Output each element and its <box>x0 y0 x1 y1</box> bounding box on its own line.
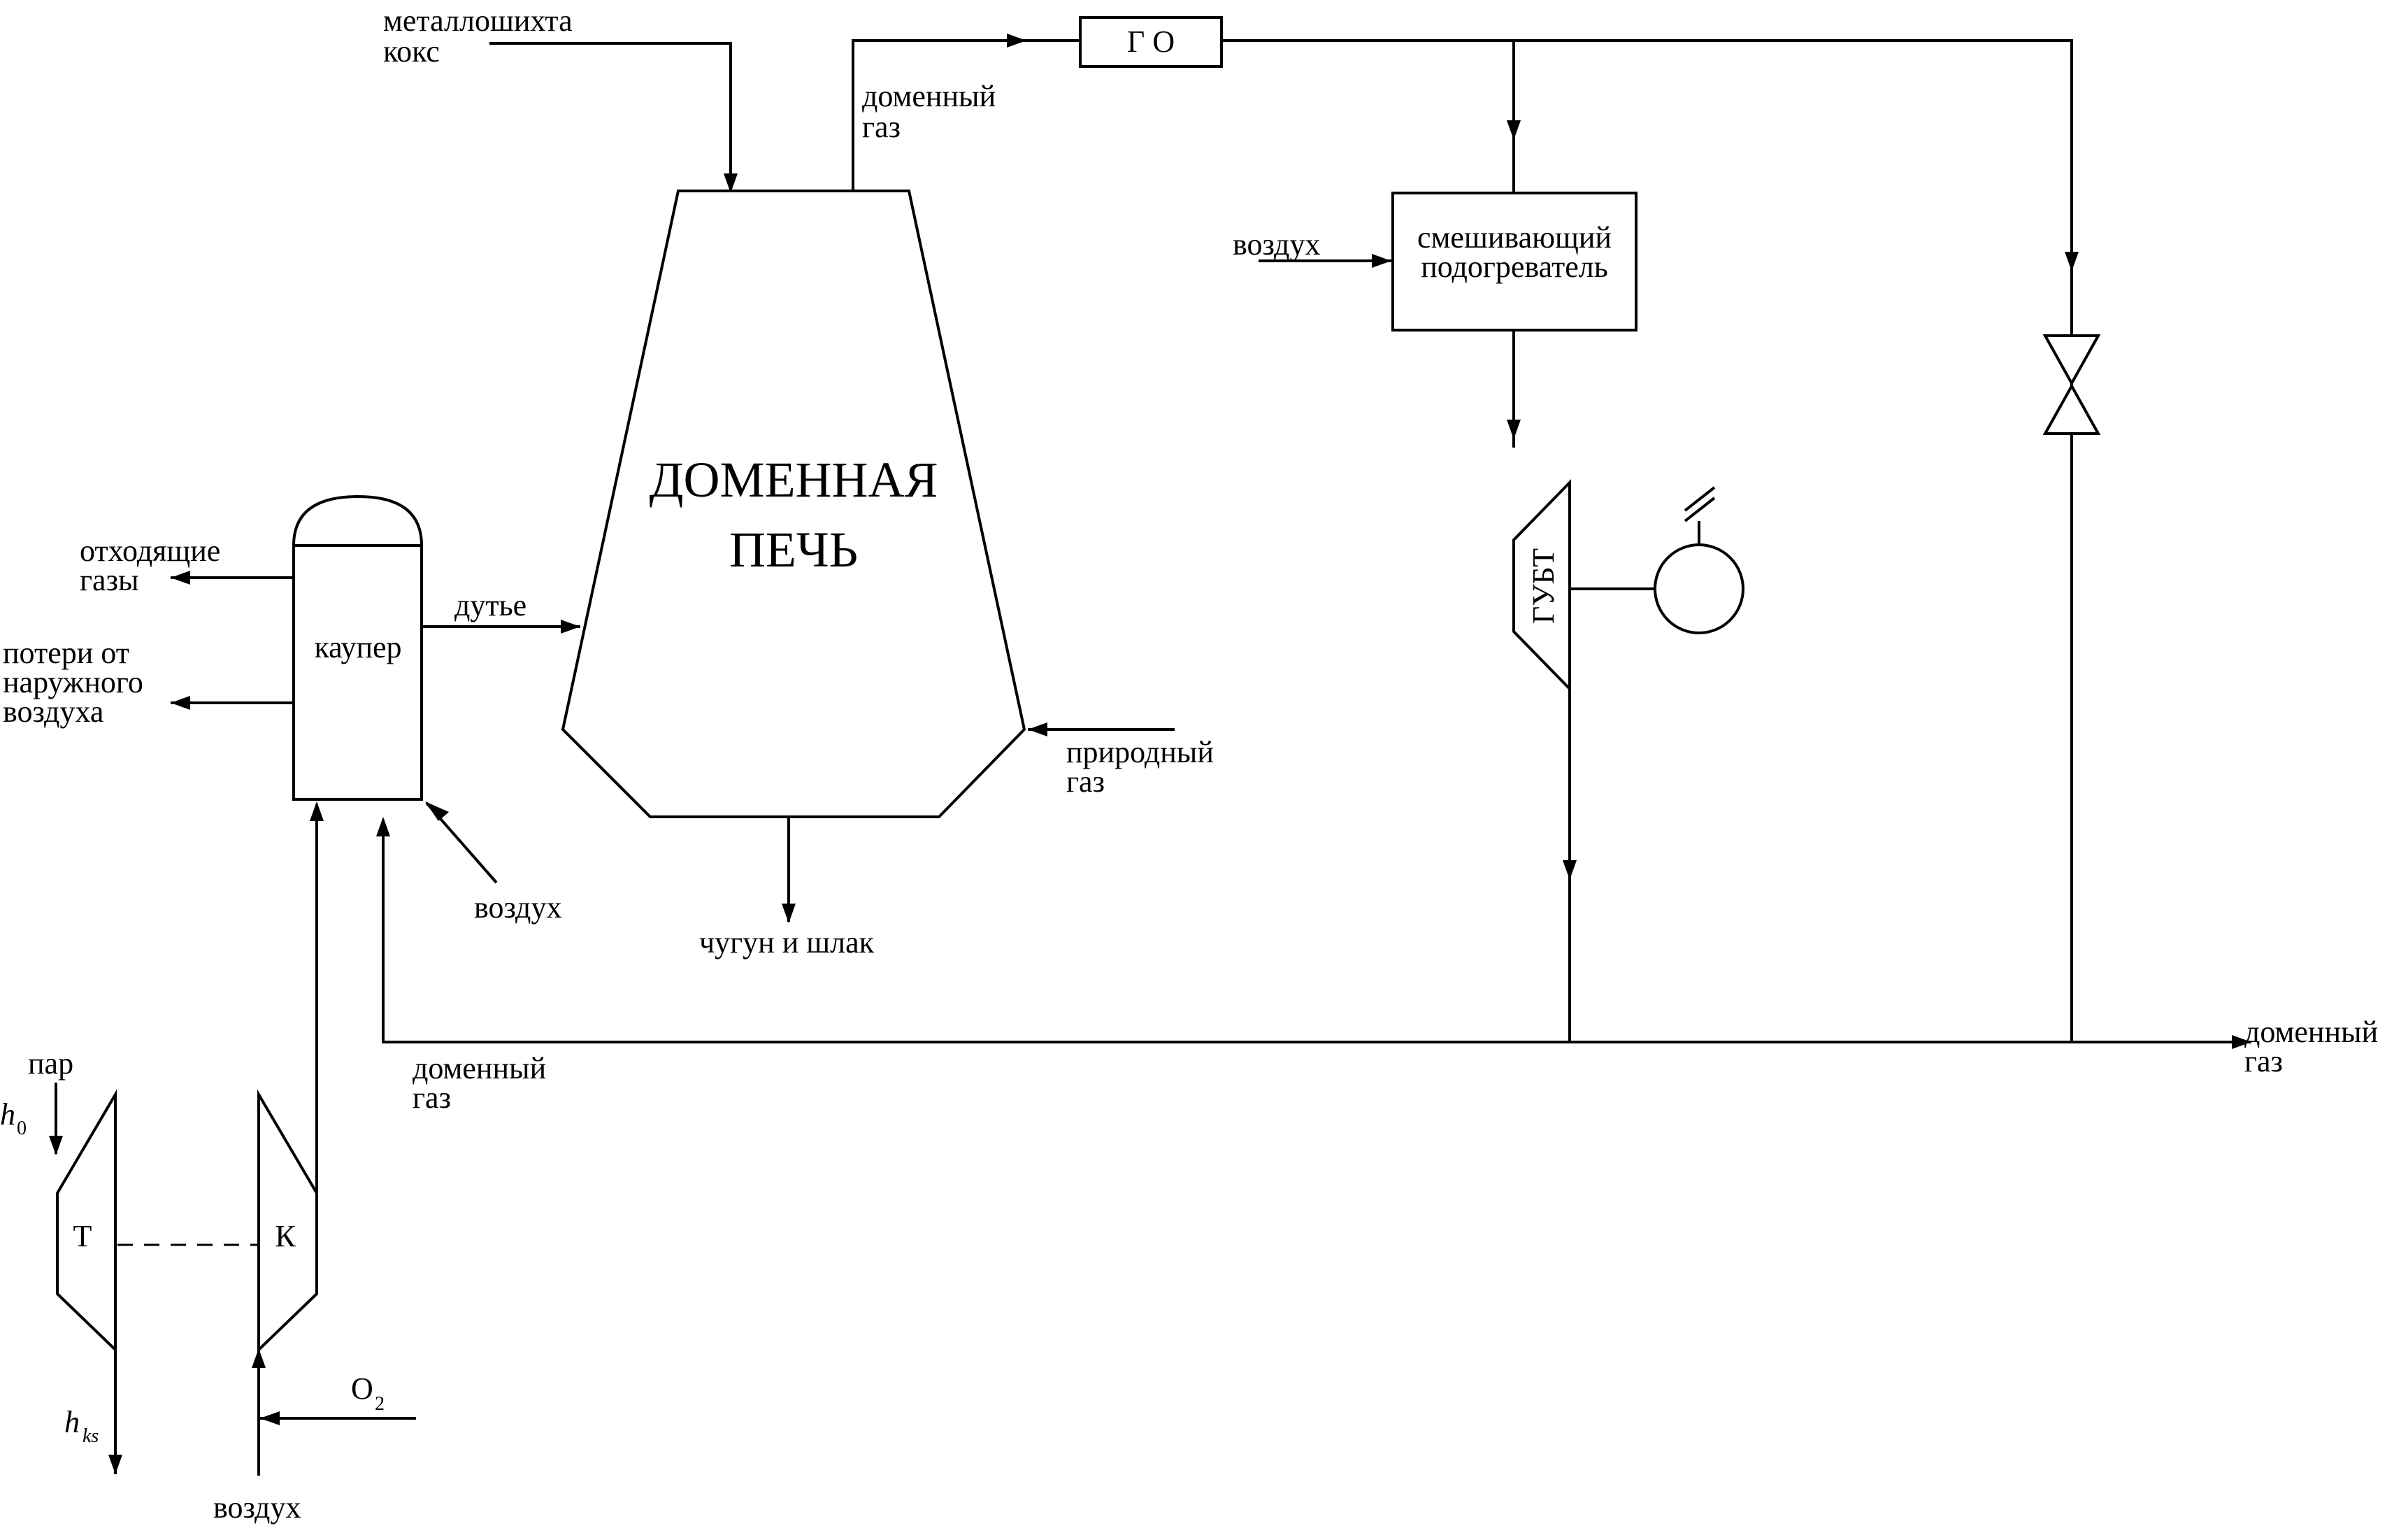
mixer-label-1: смешивающий <box>1417 220 1612 255</box>
clean-gas-header <box>1221 39 2079 1042</box>
charge-label-2: кокс <box>383 34 440 69</box>
iron-slag-label: чугун и шлак <box>699 925 875 960</box>
generator-circle <box>1654 543 1744 634</box>
hks-subscript: ks <box>83 1425 99 1447</box>
furnace-title-1: ДОМЕННАЯ <box>649 452 938 508</box>
blast-label: дутье <box>454 588 526 622</box>
turbine-body <box>56 1089 117 1353</box>
exhaust-label-1: отходящие <box>80 534 220 568</box>
cowper-stove: каупер отходящие газы потери от наружног… <box>3 494 580 925</box>
top-gas-pipe <box>852 39 1080 191</box>
compressor-label: К <box>275 1219 296 1253</box>
gas-cleaner-box <box>1079 16 1223 68</box>
out-gas-arrowhead <box>2232 1035 2251 1049</box>
generator-tick-2 <box>1684 486 1716 512</box>
natural-gas-input: природный газ <box>1028 722 1214 799</box>
o2-arrowhead <box>260 1411 280 1425</box>
cowper-body <box>292 544 423 801</box>
steam-turbine: пар h 0 Т h ks <box>0 1046 122 1474</box>
losses-label-1: потери от <box>3 636 129 670</box>
h0-subscript: 0 <box>17 1118 27 1139</box>
furnace-body <box>561 190 1026 818</box>
blast-furnace: ДОМЕННАЯ ПЕЧЬ <box>561 190 1026 818</box>
cowper-dome <box>292 494 424 547</box>
gas-cleaner: Г О <box>1079 16 1223 68</box>
valve-upper-triangle <box>2042 334 2101 387</box>
out-gas-label-1: доменный <box>2244 1015 2378 1049</box>
bottom-gas-label-2: газ <box>413 1081 451 1115</box>
charge-line <box>489 42 732 190</box>
mixer-air-label: воздух <box>1233 227 1320 262</box>
cowper-air-label: воздух <box>474 890 561 925</box>
exhaust-arrowhead <box>171 571 190 585</box>
gubt-turbine: ГУБТ <box>1512 479 1744 1042</box>
steam-label: пар <box>28 1046 73 1081</box>
mixer-to-gubt-arrowhead <box>1507 420 1521 439</box>
compressor-body <box>257 1089 318 1353</box>
compressor-out-arrowhead <box>310 801 324 821</box>
steam-out-arrowhead <box>108 1455 122 1474</box>
bottom-gas-header: доменный газ доменный газ <box>376 817 2378 1115</box>
losses-label-3: воздуха <box>3 694 103 729</box>
out-gas-label-2: газ <box>2244 1044 2283 1078</box>
natural-gas-label-1: природный <box>1066 735 1214 769</box>
exhaust-label-2: газы <box>80 563 139 597</box>
iron-slag-arrowhead <box>782 904 796 923</box>
natural-gas-label-2: газ <box>1066 764 1105 799</box>
furnace-title-2: ПЕЧЬ <box>729 522 858 578</box>
gubt-label: ГУБТ <box>1526 548 1561 624</box>
o2-subscript: 2 <box>375 1393 385 1415</box>
top-gas-label-1: доменный <box>862 79 996 113</box>
turbine-label: Т <box>73 1219 92 1253</box>
charge-label-1: металлошихта <box>383 3 573 38</box>
bottom-gas-label-1: доменный <box>413 1051 546 1085</box>
bottom-gas-pipe <box>382 820 2251 1043</box>
blast-arrowhead <box>561 620 580 634</box>
mixer-air-arrowhead <box>1372 254 1391 268</box>
iron-slag-output: чугун и шлак <box>699 817 875 960</box>
gubt-body <box>1512 479 1571 692</box>
cowper-label: каупер <box>314 630 401 664</box>
charge-input: металлошихта кокс <box>383 3 738 193</box>
o2-label: O <box>351 1371 373 1406</box>
compressor-in-arrowhead <box>252 1348 266 1368</box>
mixer-feed-arrowhead <box>1507 120 1521 140</box>
top-gas-line: доменный газ <box>852 34 1080 191</box>
cowper-gas-arrowhead <box>376 817 390 836</box>
charge-arrowhead <box>724 173 738 193</box>
valve-lower-triangle <box>2042 383 2101 435</box>
compressor: К воздух O 2 <box>213 801 416 1525</box>
cowper-air-arrowhead <box>425 801 449 821</box>
mixing-heater: смешивающий подогреватель воздух <box>1233 192 1637 448</box>
losses-label-2: наружного <box>3 665 143 699</box>
h0-label: h <box>0 1097 15 1132</box>
top-gas-label-2: газ <box>862 110 901 144</box>
mixer-label-2: подогреватель <box>1421 250 1608 284</box>
gubt-exhaust-arrowhead <box>1563 860 1577 880</box>
generator-tick-1 <box>1684 497 1716 522</box>
mixer-box <box>1391 192 1637 331</box>
hks-label: h <box>64 1405 80 1439</box>
header-pipe <box>1221 39 2073 1042</box>
compressor-air-label: воздух <box>213 1490 301 1525</box>
top-gas-arrowhead <box>1007 34 1026 48</box>
bypass-arrowhead <box>2065 252 2079 271</box>
losses-arrowhead <box>171 696 190 710</box>
gas-cleaner-label: Г О <box>1127 24 1175 59</box>
steam-in-arrowhead <box>49 1136 63 1155</box>
natural-gas-arrowhead <box>1028 722 1047 736</box>
bypass-valve <box>2042 334 2101 435</box>
